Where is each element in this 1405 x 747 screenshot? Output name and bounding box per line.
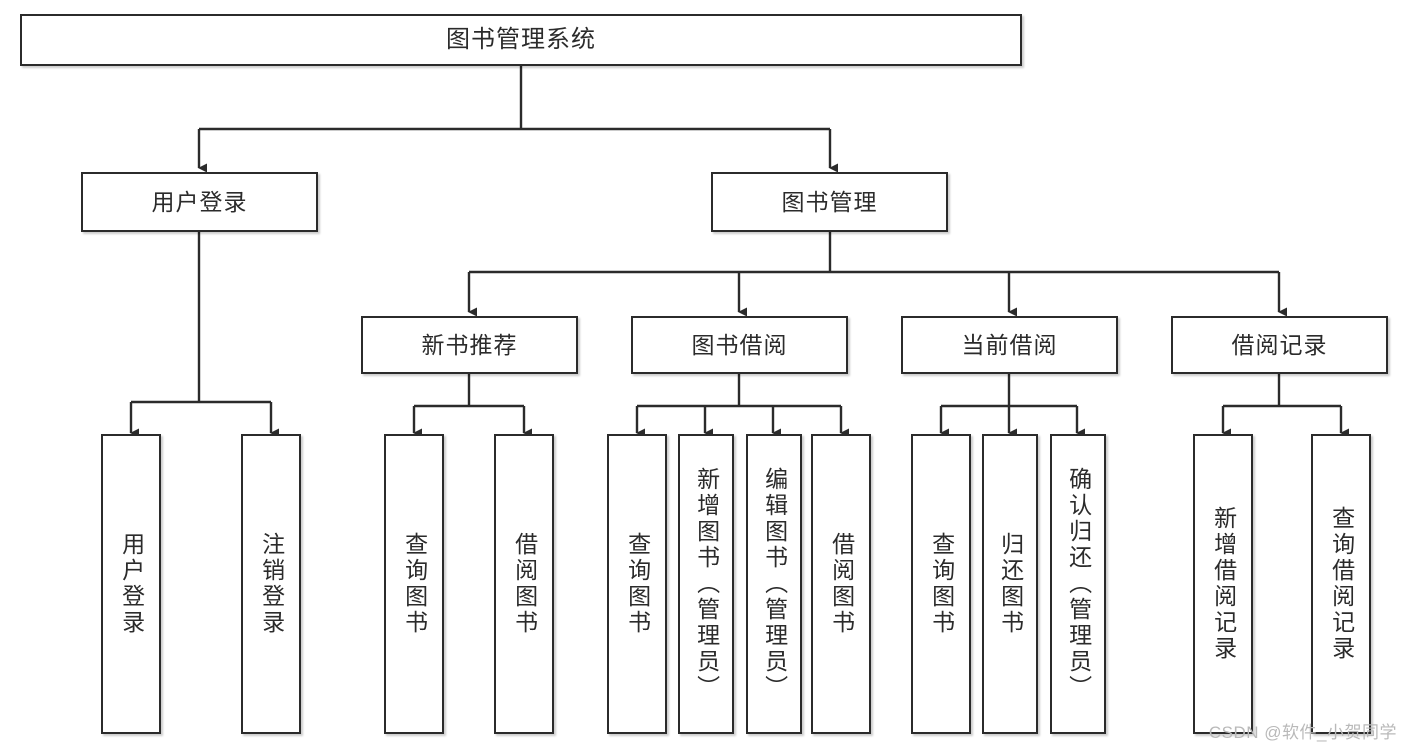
node-label: 借阅图书 <box>828 532 855 636</box>
node-label: 查询图书 <box>401 532 428 636</box>
node-label: 用户登录 <box>118 532 145 636</box>
node-label: 查询借阅记录 <box>1328 506 1355 662</box>
node-leaf-borrow-book-1[interactable]: 借阅图书 <box>494 434 554 734</box>
node-label: 图书管理系统 <box>446 26 596 54</box>
node-leaf-user-login[interactable]: 用户登录 <box>101 434 161 734</box>
node-label: 新增借阅记录 <box>1210 506 1237 662</box>
node-leaf-query-book-2[interactable]: 查询图书 <box>607 434 667 734</box>
node-leaf-add-borrow-record[interactable]: 新增借阅记录 <box>1193 434 1253 734</box>
node-user-login[interactable]: 用户登录 <box>81 172 318 232</box>
csdn-watermark: CSDN @软件_小贺同学 <box>1208 723 1397 742</box>
node-label: 编辑图书（管理员） <box>761 467 788 701</box>
node-leaf-query-borrow-record[interactable]: 查询借阅记录 <box>1311 434 1371 734</box>
node-leaf-confirm-return[interactable]: 确认归还（管理员） <box>1050 434 1106 734</box>
node-leaf-return-book[interactable]: 归还图书 <box>982 434 1038 734</box>
node-label: 注销登录 <box>258 532 285 636</box>
node-current-borrow[interactable]: 当前借阅 <box>901 316 1118 374</box>
node-label: 用户登录 <box>151 188 248 215</box>
node-label: 查询图书 <box>928 532 955 636</box>
node-label: 当前借阅 <box>961 331 1058 358</box>
node-label: 借阅记录 <box>1231 331 1328 358</box>
node-label: 确认归还（管理员） <box>1065 467 1092 701</box>
node-label: 归还图书 <box>997 532 1024 636</box>
node-label: 图书借阅 <box>691 331 788 358</box>
node-new-book-recommend[interactable]: 新书推荐 <box>361 316 578 374</box>
node-leaf-logout-login[interactable]: 注销登录 <box>241 434 301 734</box>
node-leaf-query-book-1[interactable]: 查询图书 <box>384 434 444 734</box>
node-book-management[interactable]: 图书管理 <box>711 172 948 232</box>
node-label: 查询图书 <box>624 532 651 636</box>
node-borrow-record[interactable]: 借阅记录 <box>1171 316 1388 374</box>
node-label: 新书推荐 <box>421 331 518 358</box>
node-label: 新增图书（管理员） <box>693 467 720 701</box>
node-root-book-management-system[interactable]: 图书管理系统 <box>20 14 1022 66</box>
node-leaf-add-book[interactable]: 新增图书（管理员） <box>678 434 734 734</box>
node-leaf-edit-book[interactable]: 编辑图书（管理员） <box>746 434 802 734</box>
node-book-borrow[interactable]: 图书借阅 <box>631 316 848 374</box>
node-label: 图书管理 <box>781 188 878 215</box>
node-leaf-borrow-book-2[interactable]: 借阅图书 <box>811 434 871 734</box>
node-leaf-query-book-3[interactable]: 查询图书 <box>911 434 971 734</box>
node-label: 借阅图书 <box>511 532 538 636</box>
